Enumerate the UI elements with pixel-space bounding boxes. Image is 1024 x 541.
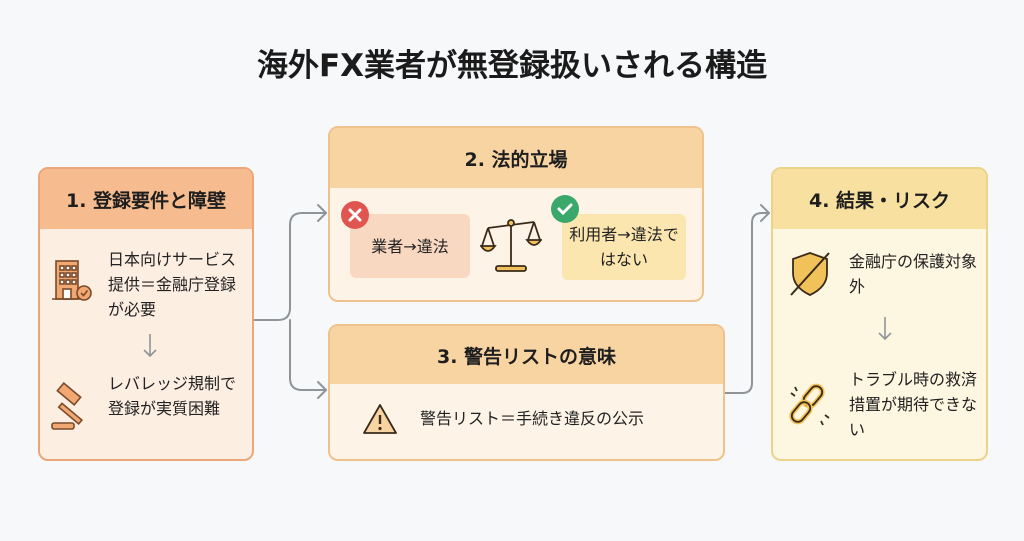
page-title: 海外FX業者が無登録扱いされる構造: [256, 48, 768, 84]
step3-heading: 3. 警告リストの意味: [330, 326, 723, 384]
check-icon: [551, 195, 579, 223]
connector-3-to-4: [724, 212, 770, 394]
step4-item1: 金融庁の保護対象外: [849, 252, 978, 296]
step4-heading: 4. 結果・リスク: [773, 169, 986, 229]
gavel-icon: [51, 381, 84, 430]
scales-icon: [480, 219, 542, 272]
step1-heading: 1. 登録要件と障壁: [40, 169, 252, 229]
step4-item2: トラブル時の救済措置が期待できない: [849, 370, 978, 439]
step3-card: 3. 警告リストの意味 警告リスト＝手続き違反の公示: [328, 324, 725, 461]
step1-item1: 日本向けサービス提供＝金融庁登録が必要: [108, 250, 237, 319]
step2-card: 2. 法的立場 業者→違法 利用者→違法ではない: [328, 126, 704, 302]
arrowhead: [317, 381, 327, 399]
arrowhead: [760, 204, 770, 222]
building-check-icon: [52, 260, 92, 301]
warning-icon: [363, 404, 397, 434]
broken-chain-icon: [789, 383, 830, 426]
step1-card: 1. 登録要件と障壁 日本向けサービス提供＝金融庁登録が必要 レバレッジ規制で登…: [38, 167, 254, 461]
broker-illegal: 業者→違法: [350, 214, 470, 278]
arrowhead: [317, 204, 327, 222]
shield-off-icon: [790, 252, 830, 296]
down-arrow-icon: [143, 334, 157, 358]
step3-item: 警告リスト＝手続き違反の公示: [420, 409, 645, 428]
step4-card: 4. 結果・リスク 金融庁の保護対象外 トラブル時の救済措置が期待できない: [771, 167, 988, 461]
step1-item2: レバレッジ規制で登録が実質困難: [108, 374, 237, 418]
step2-heading: 2. 法的立場: [330, 128, 702, 188]
down-arrow-icon: [878, 317, 892, 341]
connector-1-to-2-3: [253, 212, 327, 321]
error-x-icon: [341, 201, 369, 229]
user-not-illegal: 利用者→違法ではない: [562, 214, 686, 280]
